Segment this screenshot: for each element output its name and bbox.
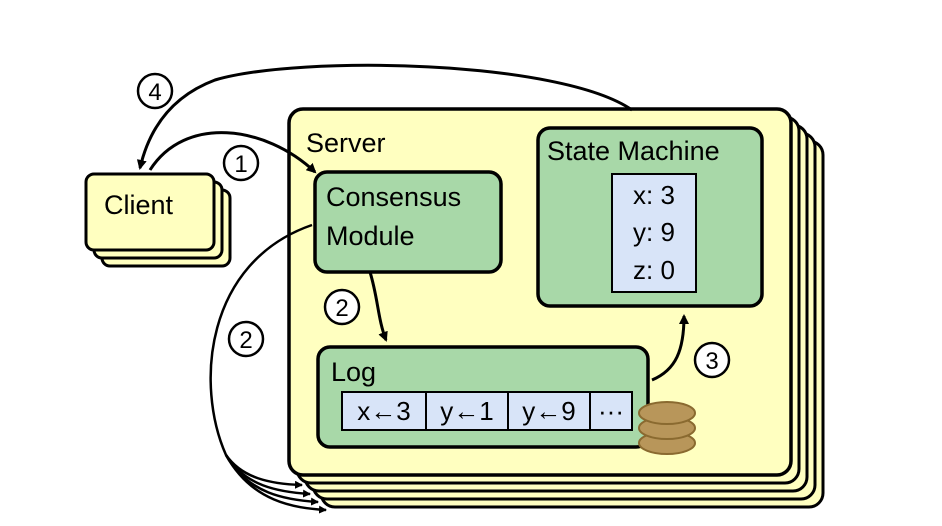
client-box xyxy=(84,172,216,252)
log-entry-more: ··· xyxy=(598,396,624,426)
consensus-module-line2: Module xyxy=(326,221,415,251)
consensus-module: Consensus Module xyxy=(313,170,503,274)
consensus-module-box xyxy=(313,170,503,274)
state-machine-label: State Machine xyxy=(547,136,720,166)
consensus-module-line1: Consensus xyxy=(326,182,461,212)
state-value-y: y: 9 xyxy=(633,217,675,247)
arrows xyxy=(136,63,689,514)
arrow-consensus-to-log xyxy=(368,271,388,342)
log-entry-cell xyxy=(507,391,591,431)
log-entry-cell xyxy=(589,391,633,431)
step-3-circle xyxy=(693,341,731,379)
log-entry-1: x←3 xyxy=(357,396,410,426)
step-1-label: 1 xyxy=(234,151,247,178)
arrow-statemachine-to-client xyxy=(136,63,633,170)
step-2-label-log: 2 xyxy=(335,295,348,322)
step-1-circle xyxy=(222,144,260,182)
client-label: Client xyxy=(104,190,174,220)
server-label: Server xyxy=(306,128,386,158)
state-values-box xyxy=(611,173,697,293)
log: Log x←3 y←1 y←9 ··· xyxy=(316,345,650,449)
step-2-circle-replicate xyxy=(227,320,265,358)
arrow-replicate-1 xyxy=(209,223,313,489)
log-entry-2: y←1 xyxy=(440,396,493,426)
log-entry-cell xyxy=(425,391,509,431)
log-entry-cell xyxy=(341,391,427,431)
state-value-x: x: 3 xyxy=(633,180,675,210)
client-stack: Client xyxy=(84,172,232,268)
arrow-client-to-consensus xyxy=(148,131,317,174)
arrow-replicate-4 xyxy=(224,454,327,514)
step-4-label: 4 xyxy=(148,79,161,106)
disk-stack-icon xyxy=(638,401,696,455)
step-2-label-replicate: 2 xyxy=(239,327,252,354)
log-label: Log xyxy=(331,357,376,387)
step-4-circle xyxy=(136,72,174,110)
state-value-z: z: 0 xyxy=(633,255,675,285)
step-markers: 4 1 2 2 3 xyxy=(136,72,731,379)
step-3-label: 3 xyxy=(705,348,718,375)
log-entry-3: y←9 xyxy=(522,396,575,426)
step-2-circle-log xyxy=(323,288,361,326)
state-machine: State Machine x: 3 y: 9 z: 0 xyxy=(536,126,764,308)
arrow-log-to-statemachine xyxy=(651,314,689,382)
